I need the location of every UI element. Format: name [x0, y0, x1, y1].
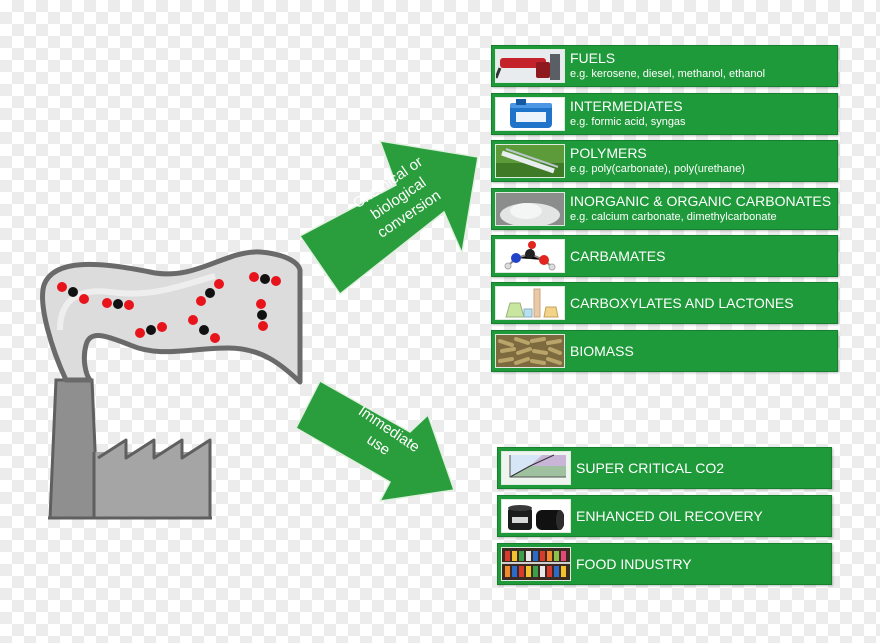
fuel-pump-nozzle-icon	[495, 49, 565, 83]
oxygen-atom	[214, 279, 224, 289]
sawtooth-roof	[92, 438, 212, 520]
carbon-atom	[199, 325, 209, 335]
carbon-atom	[260, 274, 270, 284]
product-title: CARBOXYLATES AND LACTONES	[570, 295, 794, 311]
carbon-atom	[68, 287, 78, 297]
use-title: SUPER CRITICAL CO2	[576, 460, 725, 476]
smoke-plume	[40, 249, 303, 385]
oxygen-atom	[249, 272, 259, 282]
product-box-carbonates: INORGANIC & ORGANIC CARBONATES e.g. calc…	[491, 188, 838, 230]
carbon-atom	[257, 310, 267, 320]
oxygen-atom	[57, 282, 67, 292]
use-box-enhanced-oil-recovery: ENHANCED OIL RECOVERY	[497, 495, 832, 537]
phase-diagram-icon	[501, 451, 571, 485]
oil-barrels-icon	[501, 499, 571, 533]
oxygen-atom	[188, 315, 198, 325]
carbon-atom	[146, 325, 156, 335]
product-box-carboxylates: CARBOXYLATES AND LACTONES	[491, 282, 838, 324]
product-examples: e.g. formic acid, syngas	[570, 116, 686, 128]
beverage-shelf-icon	[501, 547, 571, 581]
product-title: POLYMERS	[570, 145, 647, 161]
oxygen-atom	[135, 328, 145, 338]
conversion-arrow	[298, 140, 479, 296]
product-box-biomass: BIOMASS	[491, 330, 838, 372]
chimney	[48, 378, 100, 520]
product-title: BIOMASS	[570, 343, 634, 359]
product-title: FUELS	[570, 50, 616, 66]
product-title: INTERMEDIATES	[570, 98, 683, 114]
polymer-film-icon	[495, 144, 565, 178]
immediate-use-arrow	[295, 379, 456, 502]
lab-glassware-icon	[495, 286, 565, 320]
use-title: ENHANCED OIL RECOVERY	[576, 508, 763, 524]
oxygen-atom	[271, 276, 281, 286]
oxygen-atom	[256, 299, 266, 309]
co2-molecules	[57, 272, 281, 343]
product-title: CARBAMATES	[570, 248, 666, 264]
product-examples: e.g. calcium carbonate, dimethylcarbonat…	[570, 211, 777, 223]
carbon-atom	[113, 299, 123, 309]
pellets-icon	[495, 334, 565, 368]
carbon-atom	[205, 288, 215, 298]
product-title: INORGANIC & ORGANIC CARBONATES	[570, 193, 832, 209]
product-examples: e.g. kerosene, diesel, methanol, ethanol	[570, 68, 766, 80]
oxygen-atom	[210, 333, 220, 343]
product-box-intermediates: INTERMEDIATES e.g. formic acid, syngas	[491, 93, 838, 135]
oxygen-atom	[79, 294, 89, 304]
oxygen-atom	[124, 300, 134, 310]
oxygen-atom	[102, 298, 112, 308]
oxygen-atom	[157, 322, 167, 332]
use-box-food-industry: FOOD INDUSTRY	[497, 543, 832, 585]
oxygen-atom	[258, 321, 268, 331]
product-box-fuels: FUELS e.g. kerosene, diesel, methanol, e…	[491, 45, 838, 87]
oxygen-atom	[196, 296, 206, 306]
product-box-carbamates: CARBAMATES	[491, 235, 838, 277]
use-box-supercritical-co2: SUPER CRITICAL CO2	[497, 447, 832, 489]
molecule-model-icon	[495, 239, 565, 273]
product-examples: e.g. poly(carbonate), poly(urethane)	[570, 163, 745, 175]
product-box-polymers: POLYMERS e.g. poly(carbonate), poly(uret…	[491, 140, 838, 182]
use-title: FOOD INDUSTRY	[576, 556, 692, 572]
factory-icon	[48, 378, 212, 520]
chemical-canister-icon	[495, 97, 565, 131]
white-powder-icon	[495, 192, 565, 226]
